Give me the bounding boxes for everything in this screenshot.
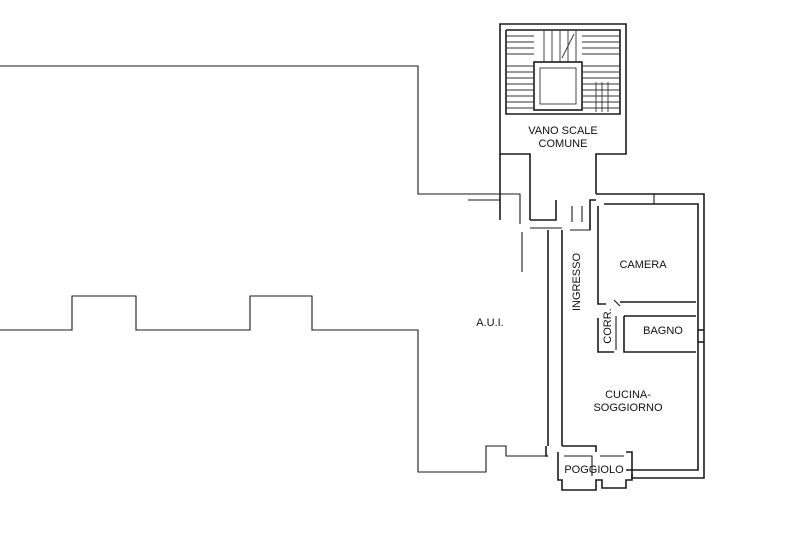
label-vano-scale: VANO SCALE <box>528 125 598 137</box>
label-bagno: BAGNO <box>643 325 683 337</box>
poggiolo-balcony <box>545 445 633 491</box>
stairwell <box>499 23 627 220</box>
outer-wall-left-upper <box>0 65 521 224</box>
interior-partitions <box>597 206 696 353</box>
ingresso-corridor <box>530 200 591 446</box>
label-camera: CAMERA <box>619 259 667 271</box>
label-ingresso: INGRESSO <box>571 253 583 312</box>
label-comune: COMUNE <box>539 138 588 150</box>
label-aui: A.U.I. <box>476 317 504 329</box>
label-soggiorno: SOGGIORNO <box>593 402 663 414</box>
outer-wall-left-lower <box>0 295 548 473</box>
label-cucina: CUCINA- <box>605 389 651 401</box>
label-corr: CORR. <box>602 308 614 343</box>
label-poggiolo: POGGIOLO <box>564 464 624 476</box>
